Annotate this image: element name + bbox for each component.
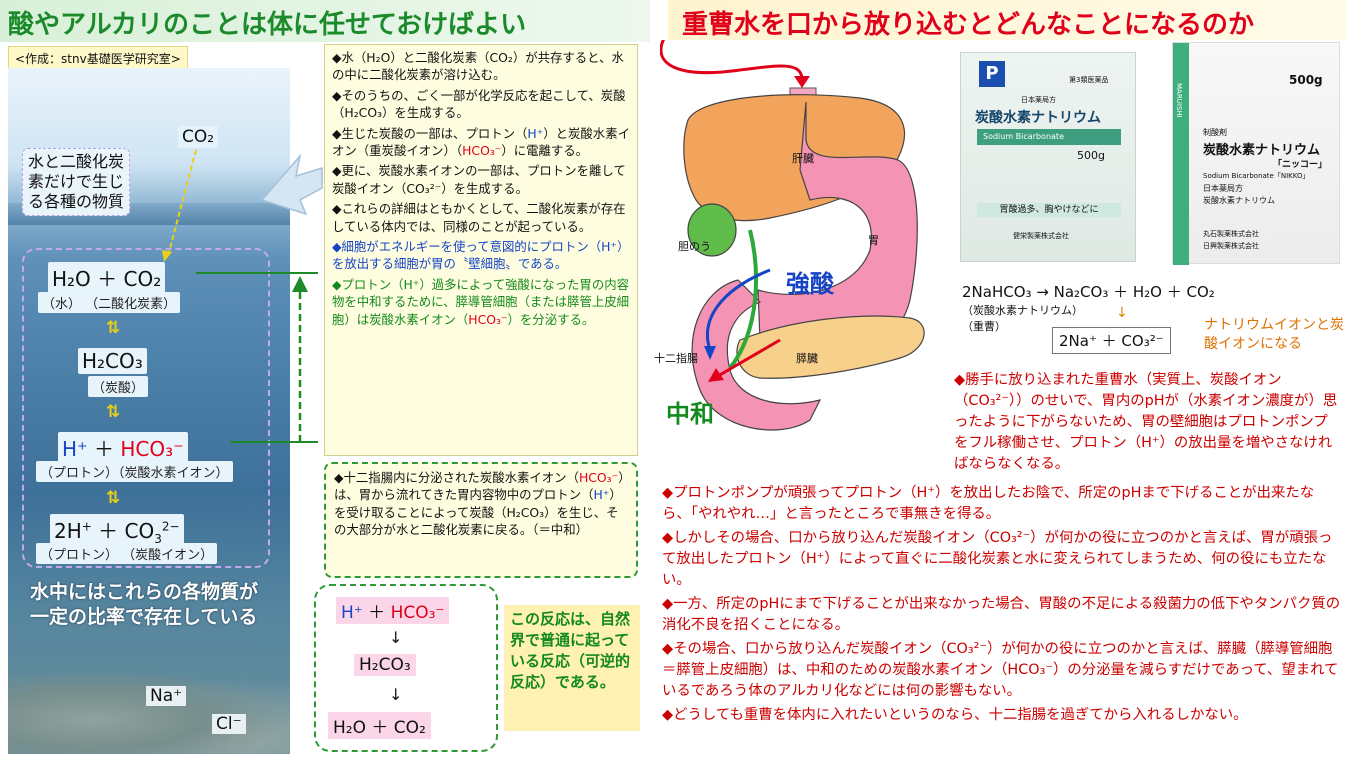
- reaction-down-arrow-icon: ↓: [389, 628, 403, 647]
- equation-proton-bicarbonate: H⁺ ＋ HCO₃⁻: [58, 432, 188, 463]
- product1-name: 炭酸水素ナトリウム: [975, 110, 1101, 126]
- right-text-p6: ◆どうしても重曹を体内に入れたいというのなら、十二指腸を過ぎてから入れるしかない…: [662, 707, 1248, 723]
- chloride-ion-label: Cl⁻: [212, 714, 246, 734]
- explanation-p2: ◆そのうちの、ごく一部が化学反応を起こして、炭酸（H₂CO₃）を生成する。: [332, 87, 626, 121]
- reaction-down-arrow-icon: ↓: [389, 685, 403, 704]
- right-text-p3: ◆しかしその場合、口から放り込んだ炭酸イオン（CO₃²⁻）が何かの役に立つのかと…: [662, 530, 1333, 588]
- equation-water-co2: H₂O ＋ CO₂: [48, 262, 166, 293]
- explanation-p4: ◆更に、炭酸水素イオンの一部は、プロトンを離して炭酸イオン（CO₃²⁻）を生成す…: [332, 163, 626, 196]
- product1-maker: 健栄製薬株式会社: [1013, 232, 1069, 240]
- proton-symbol: H⁺: [62, 437, 88, 461]
- gallbladder-shape: [687, 203, 737, 257]
- product-box-kenei: P 第3類医薬品 日本薬局方 炭酸水素ナトリウム Sodium Bicarbon…: [960, 52, 1136, 262]
- product2-brand: MARUISHI: [1175, 83, 1183, 118]
- pancreas-shape: [736, 315, 925, 379]
- co2-floating-label: CO₂: [178, 126, 219, 148]
- equation-carbonic-acid: H₂CO₃: [78, 348, 147, 374]
- explanation-pointer-arrow: [260, 153, 323, 216]
- bile-duct-line: [728, 229, 758, 370]
- reaction-frame: [22, 248, 270, 568]
- product1-weight: 500g: [1077, 149, 1105, 162]
- product2-category: 制酸剤: [1203, 128, 1227, 137]
- duodenum-label: 十二指腸: [654, 352, 698, 365]
- product1-badge: P: [979, 61, 1005, 87]
- product2-nickname: 「ニッコー」: [1273, 160, 1328, 170]
- bicarbonate-symbol: HCO₃⁻: [120, 437, 184, 461]
- product2-name: 炭酸水素ナトリウム: [1203, 143, 1321, 158]
- co2-dissolve-arrow: [167, 149, 197, 257]
- product1-label-small: 日本薬局方: [1021, 96, 1056, 104]
- ingestion-arrow: [660, 40, 804, 79]
- product1-english: Sodium Bicarbonate: [977, 129, 1121, 145]
- acid-flow-arrow: [706, 268, 771, 351]
- right-text-block: ◆プロトンポンプが頑張ってプロトン（H⁺）を放出したお陰で、所定のpHまで下げる…: [662, 483, 1342, 729]
- equation-carbonic-acid-name: （炭酸）: [88, 376, 149, 397]
- right-text-p5: ◆その場合、口から放り込んだ炭酸イオン（CO₃²⁻）が何かの役に立つのかと言えば…: [662, 641, 1339, 699]
- co2-dissolve-arrowhead: [162, 250, 172, 262]
- connector-arrowhead: [292, 276, 308, 292]
- reversible-arrow-icon: ⇅: [106, 318, 121, 338]
- product-box-nikko: MARUISHI 500g 制酸剤 炭酸水素ナトリウム 「ニッコー」 Sodiu…: [1172, 42, 1340, 265]
- baking-soda-common-name: （重曹）: [962, 320, 1006, 333]
- equation-proton-bicarbonate-names: （プロトン）（炭酸水素イオン）: [36, 461, 233, 482]
- product2-label-jp2: 炭酸水素ナトリウム: [1203, 196, 1275, 205]
- reversible-arrow-icon: ⇅: [106, 488, 121, 508]
- substances-label: 水と二酸化炭素だけで生じる各種の物質: [22, 148, 130, 216]
- explanation-panel: ◆水（H₂O）と二酸化炭素（CO₂）が共存すると、水の中に二酸化炭素が溶け込む。…: [324, 44, 638, 456]
- duodenum-shape: [691, 279, 822, 431]
- stomach-label: 胃: [868, 234, 879, 247]
- digestive-anatomy-illustration: [660, 40, 925, 431]
- equation-water-co2-names: （水） （二酸化炭素）: [38, 292, 181, 313]
- right-text-p1: ◆勝手に放り込まれた重曹水（実質上、炭酸イオン（CO₃²⁻））のせいで、胃内のp…: [954, 372, 1338, 472]
- baking-soda-equation: 2NaHCO₃ → Na₂CO₃ ＋ H₂O ＋ CO₂: [962, 283, 1215, 301]
- right-title-bar: 重曹水を口から放り込むとどんなことになるのか: [668, 0, 1346, 40]
- explanation-p1: ◆水（H₂O）と二酸化炭素（CO₂）が共存すると、水の中に二酸化炭素が溶け込む。: [332, 50, 624, 83]
- left-connectors: [162, 149, 323, 443]
- product2-weight: 500g: [1289, 73, 1323, 87]
- explanation-p5: ◆これらの詳細はともかくとして、二酸化炭素が存在している体内では、同様のことが起…: [332, 201, 626, 234]
- page-title-left: 酸やアルカリのことは体に任せておけばよい: [8, 10, 527, 40]
- product2-label-jp: 日本薬局方: [1203, 184, 1243, 193]
- ion-box: 2Na⁺ ＋ CO₃²⁻: [1052, 327, 1171, 354]
- neutralization-label: 中和: [666, 400, 714, 428]
- reaction-line-1: H⁺ ＋ HCO₃⁻: [336, 597, 450, 624]
- strong-acid-label: 強酸: [786, 270, 834, 298]
- ingestion-arrowhead: [794, 76, 810, 88]
- baking-soda-name: （炭酸水素ナトリウム）: [962, 304, 1083, 317]
- duodenum-panel: ◆十二指腸内に分泌された炭酸水素イオン（HCO₃⁻）は、胃から流れてきた胃内容物…: [324, 462, 638, 578]
- product2-maker2: 日興製薬株式会社: [1203, 242, 1259, 250]
- right-text-p2: ◆プロトンポンプが頑張ってプロトン（H⁺）を放出したお陰で、所定のpHまで下げる…: [662, 485, 1315, 522]
- equation-proton-carbonate-names: （プロトン） （炭酸イオン）: [36, 543, 218, 564]
- explanation-p6: ◆細胞がエネルギーを使って意図的にプロトン（H⁺）を放出する細胞が胃の〝壁細胞〟…: [332, 239, 630, 272]
- dissociation-arrow-icon: ↓: [1116, 305, 1128, 321]
- ion-note: ナトリウムイオンと炭酸イオンになる: [1204, 317, 1344, 352]
- acid-flow-arrowhead: [704, 346, 716, 360]
- natural-reaction-note: この反応は、自然界で普通に起っている反応（可逆的反応）である。: [504, 605, 640, 731]
- reaction-line-2: H₂CO₃: [354, 654, 416, 676]
- reaction-line-3: H₂O ＋ CO₂: [328, 712, 431, 739]
- product1-indication: 胃酸過多、胸やけなどに: [977, 203, 1121, 217]
- equation-proton-carbonate: 2H+ ＋ CO32−: [50, 514, 184, 545]
- liver-label: 肝臓: [792, 152, 814, 165]
- reversible-arrow-icon: ⇅: [106, 402, 121, 422]
- neutralization-arrowhead: [708, 368, 724, 382]
- ocean-reef: [8, 668, 290, 754]
- pancreas-label: 膵臓: [796, 352, 818, 365]
- product1-category: 第3類医薬品: [1069, 76, 1109, 84]
- neutralization-arrow: [717, 338, 781, 378]
- left-title-bar: 酸やアルカリのことは体に任せておけばよい: [0, 0, 650, 42]
- right-text-p4: ◆一方、所定のpHにまで下げることが出来なかった場合、胃酸の不足による殺菌力の低…: [662, 596, 1341, 633]
- product2-maker1: 丸石製薬株式会社: [1203, 230, 1259, 238]
- sodium-ion-label: Na⁺: [146, 686, 187, 706]
- product2-english: Sodium Bicarbonate「NIKKO」: [1203, 172, 1310, 180]
- ocean-note: 水中にはこれらの各物質が一定の比率で存在している: [30, 581, 259, 628]
- product2-stripe: [1173, 43, 1189, 265]
- gallbladder-label: 胆のう: [678, 240, 711, 253]
- page-title-right: 重曹水を口から放り込むとどんなことになるのか: [682, 10, 1255, 40]
- explanation-p3: ◆生じた炭酸の一部は、プロトン（H⁺）と炭酸水素イオン（重炭酸イオン）（HCO₃…: [332, 125, 630, 159]
- explanation-p7: ◆プロトン（H⁺）過多によって強酸になった胃の内容物を中和するために、膵導管細胞…: [332, 276, 630, 327]
